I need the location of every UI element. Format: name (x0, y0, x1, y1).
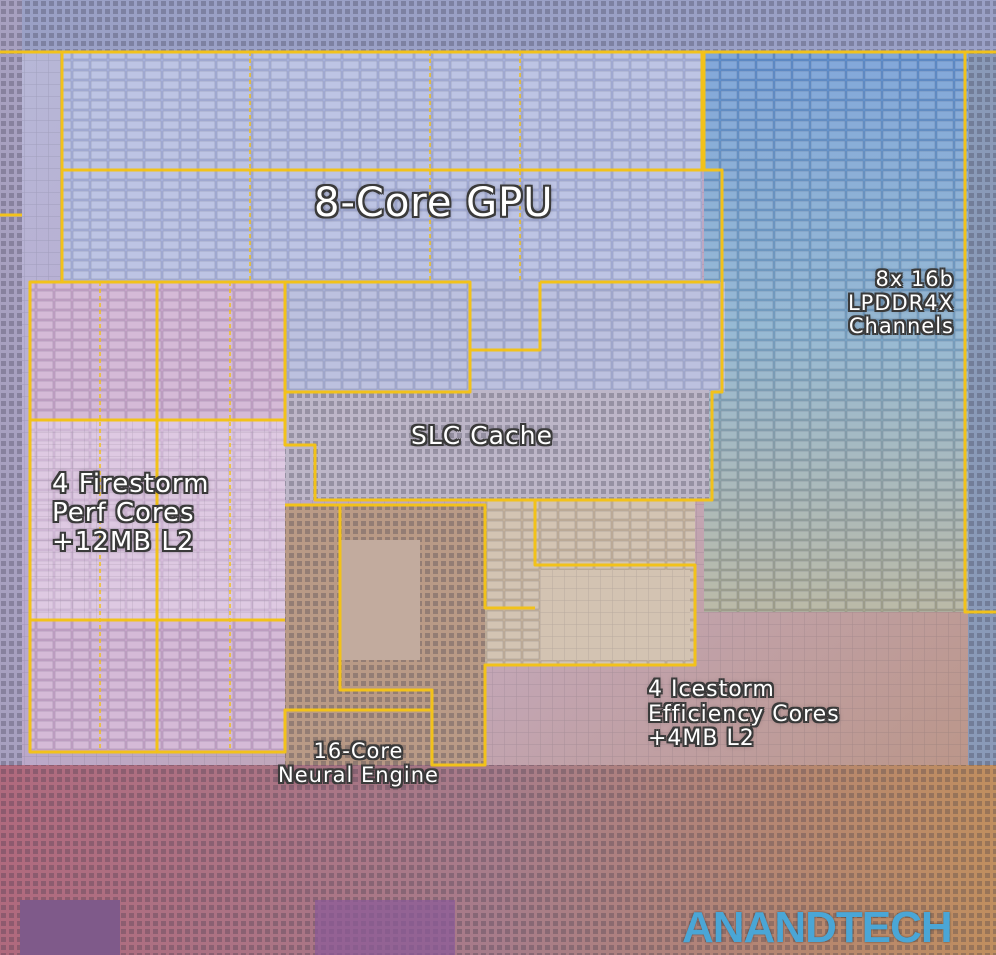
firestorm-cores-label: 4 Firestorm Perf Cores +12MB L2 (52, 470, 209, 557)
memory-channels-label: 8x 16b LPDDR4X Channels (848, 268, 954, 339)
gpu-label: 8-Core GPU (314, 181, 554, 226)
neural-engine-label: 16-Core Neural Engine (278, 740, 439, 787)
icestorm-cores-label: 4 Icestorm Efficiency Cores +4MB L2 (648, 678, 840, 752)
slc-cache-label: SLC Cache (411, 422, 553, 450)
anandtech-logo: ANANDTECH (682, 903, 952, 953)
